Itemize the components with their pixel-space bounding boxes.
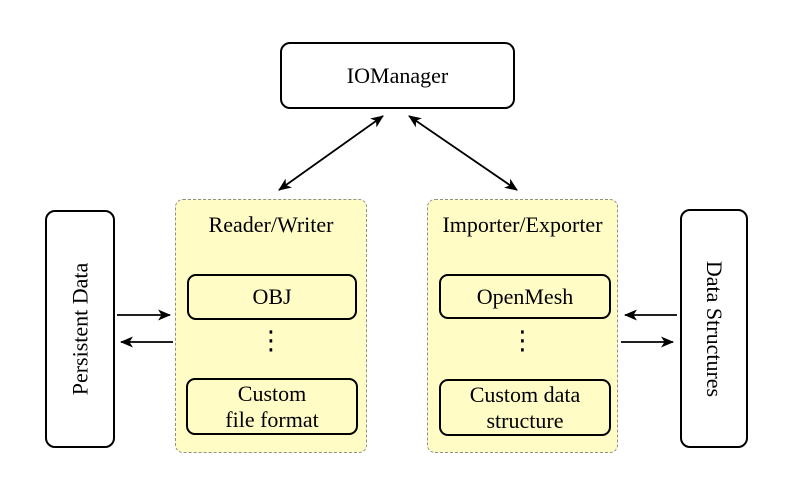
node-custom-file-format-label: Custom file format <box>225 380 319 432</box>
node-openmesh-label: OpenMesh <box>476 283 574 309</box>
node-persistent-data-label: Persistent Data <box>67 262 92 396</box>
node-obj-label: OBJ <box>252 284 292 310</box>
panel-importer-exporter: Importer/Exporter OpenMesh ⋮ Custom data… <box>427 199 618 453</box>
panel-importer-exporter-title: Importer/Exporter <box>442 212 603 237</box>
node-persistent-data: Persistent Data <box>45 210 115 448</box>
node-custom-data-structure: Custom data structure <box>439 379 611 436</box>
node-iomanager: IOManager <box>280 42 515 109</box>
panel-reader-writer-title: Reader/Writer <box>208 212 334 237</box>
node-data-structures-label: Data Structures <box>702 260 728 397</box>
arrow-iomanager-importer-exporter <box>408 115 518 191</box>
arrow-iomanager-reader-writer <box>278 115 384 191</box>
node-data-structures: Data Structures <box>680 209 748 448</box>
node-iomanager-label: IOManager <box>346 62 449 88</box>
node-obj: OBJ <box>187 274 357 320</box>
vertical-ellipsis-icon: ⋮ <box>258 326 284 356</box>
node-custom-data-structure-label: Custom data structure <box>469 381 581 433</box>
node-custom-file-format: Custom file format <box>186 378 358 435</box>
vertical-ellipsis-icon: ⋮ <box>509 326 536 356</box>
panel-reader-writer: Reader/Writer OBJ ⋮ Custom file format <box>175 199 367 453</box>
node-openmesh: OpenMesh <box>439 274 611 319</box>
